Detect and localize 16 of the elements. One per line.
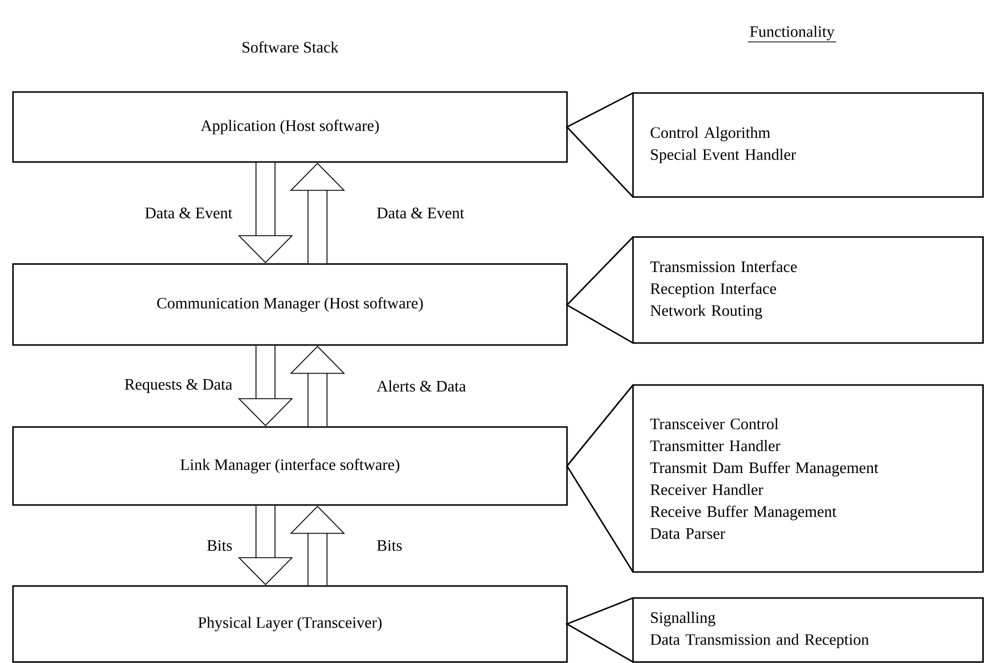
column-heading: Functionality <box>748 26 836 42</box>
edge-label: Bits <box>377 540 402 551</box>
edge-label: Alerts & Data <box>376 380 466 392</box>
edge-label: Data & Event <box>145 208 232 218</box>
layer-box: Communication Manager (Host software) <box>12 263 568 346</box>
layer-box: Link Manager (interface software) <box>12 426 568 506</box>
edge-label: Bits <box>207 540 232 551</box>
column-heading: Software Stack <box>242 41 338 53</box>
edge-label: Requests & Data <box>124 379 232 393</box>
callout-box: Signalling Data Transmission and Reception <box>565 597 984 663</box>
layer-box: Physical Layer (Transceiver) <box>12 585 568 663</box>
callout-box: Control Algorithm Special Event Handler <box>566 92 984 198</box>
callout-box: Transceiver Control Transmitter Handler Transmit Dam Buffer Management Receiver Handler Receive Buffer Management Data Parser <box>566 384 984 573</box>
layer-box: Application (Host software) <box>12 91 568 163</box>
edge-label: Data & Event <box>377 208 464 218</box>
callout-box: Transmission Interface Reception Interface Network Routing <box>566 236 984 344</box>
